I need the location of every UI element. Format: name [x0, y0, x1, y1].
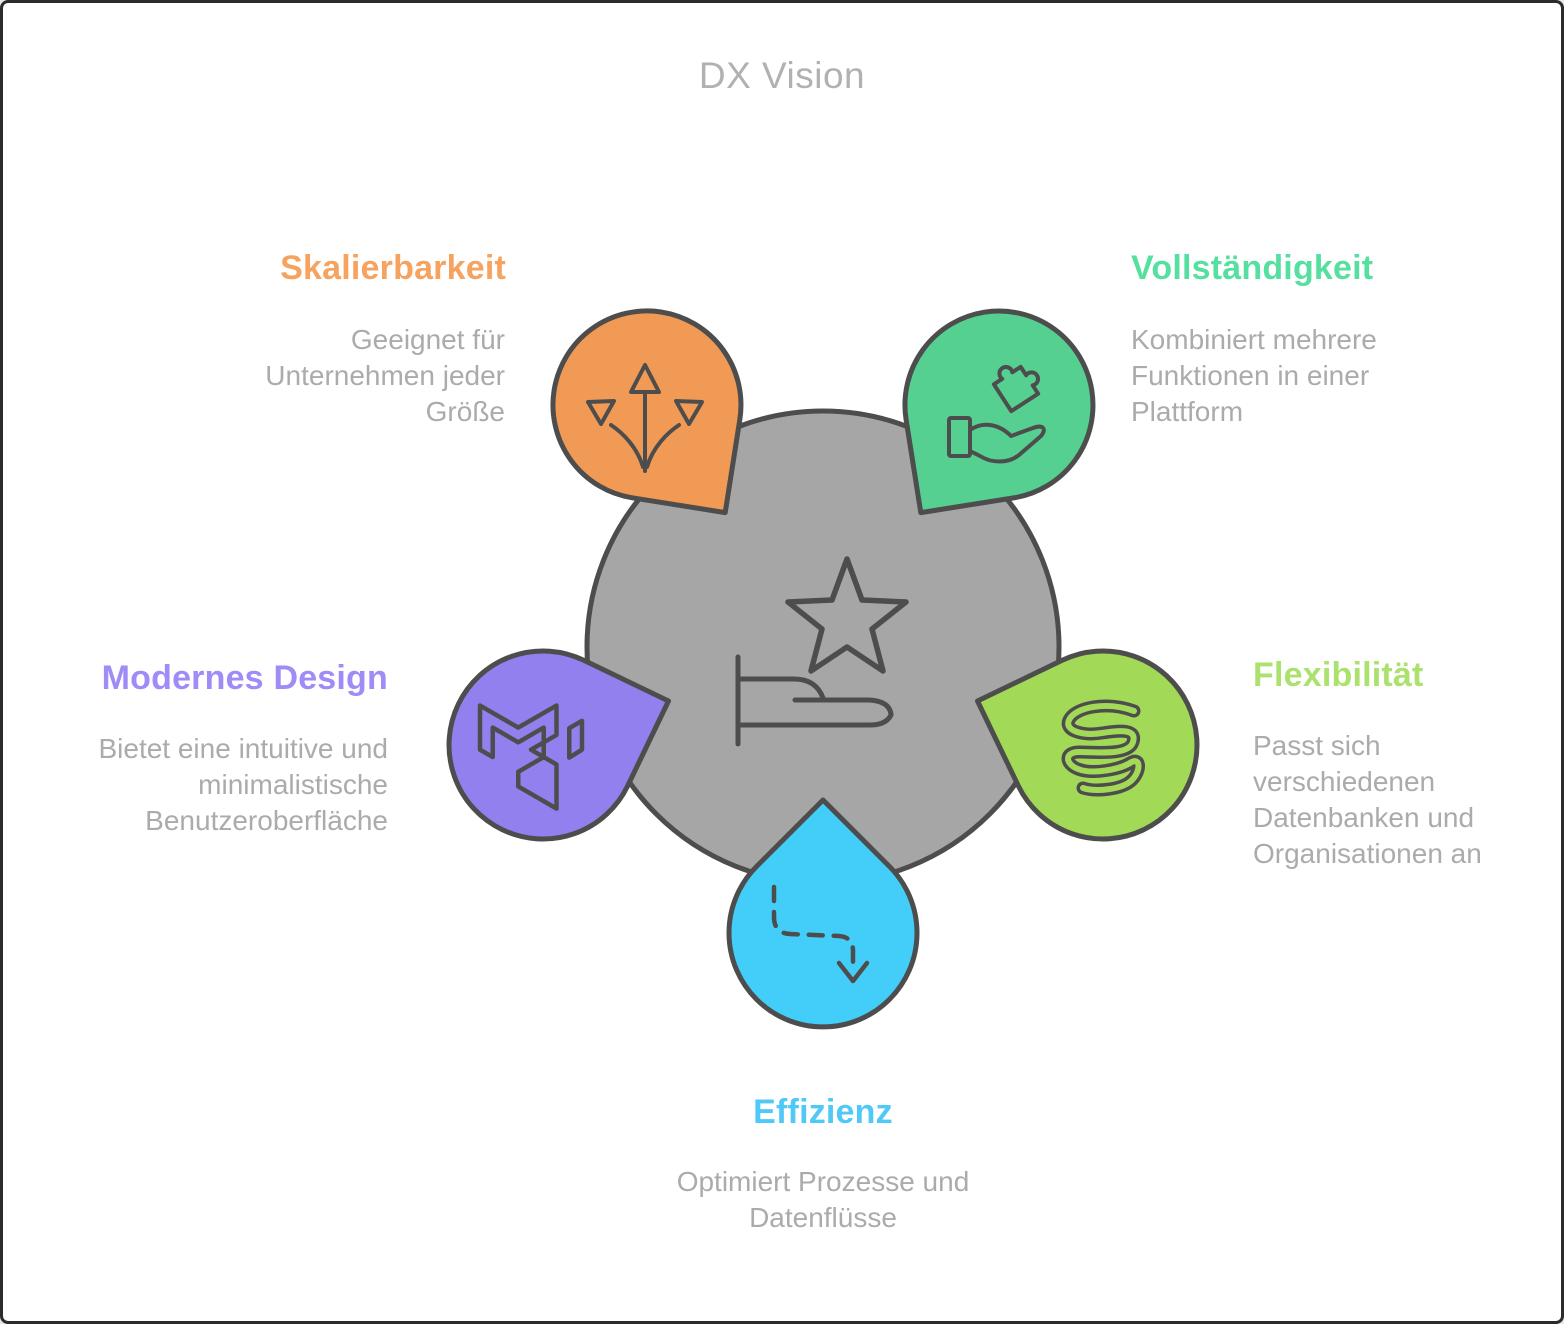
branch-arrows-icon: [586, 363, 704, 473]
section-description-modernes-design: Bietet eine intuitive und minimalistisch…: [98, 733, 388, 836]
section-description-vollstaendigkeit: Kombiniert mehrere Funktionen in einer P…: [1131, 324, 1377, 427]
flow-arrow-icon: [771, 884, 870, 984]
pin-skalierbarkeit: [550, 308, 744, 516]
page-title: DX Vision: [698, 55, 866, 96]
star-hand-icon: [735, 556, 909, 747]
center-circle: [584, 408, 1062, 886]
diagram-svg: [446, 308, 1200, 1030]
spring-icon: [1061, 699, 1145, 797]
pin-vollstaendigkeit: [902, 308, 1096, 516]
section-title-effizienz: Effizienz: [753, 1093, 893, 1131]
section-description-skalierbarkeit: Geeignet für Unternehmen jeder Größe: [265, 324, 505, 427]
puzzle-hand-icon: [947, 364, 1046, 464]
pin-modernes-design: [446, 648, 671, 842]
section-title-modernes-design: Modernes Design: [101, 659, 388, 697]
section-title-vollstaendigkeit: Vollständigkeit: [1131, 249, 1374, 287]
section-description-effizienz: Optimiert Prozesse und Datenflüsse: [676, 1166, 970, 1233]
pin-flexibilitaet: [975, 648, 1200, 842]
pin-effizienz: [726, 797, 920, 1030]
cube-logo-icon: [477, 703, 585, 811]
section-description-flexibilitaet: Passt sich verschiedenen Datenbanken und…: [1253, 730, 1482, 869]
section-title-skalierbarkeit: Skalierbarkeit: [280, 249, 506, 287]
section-title-flexibilitaet: Flexibilität: [1253, 656, 1424, 694]
